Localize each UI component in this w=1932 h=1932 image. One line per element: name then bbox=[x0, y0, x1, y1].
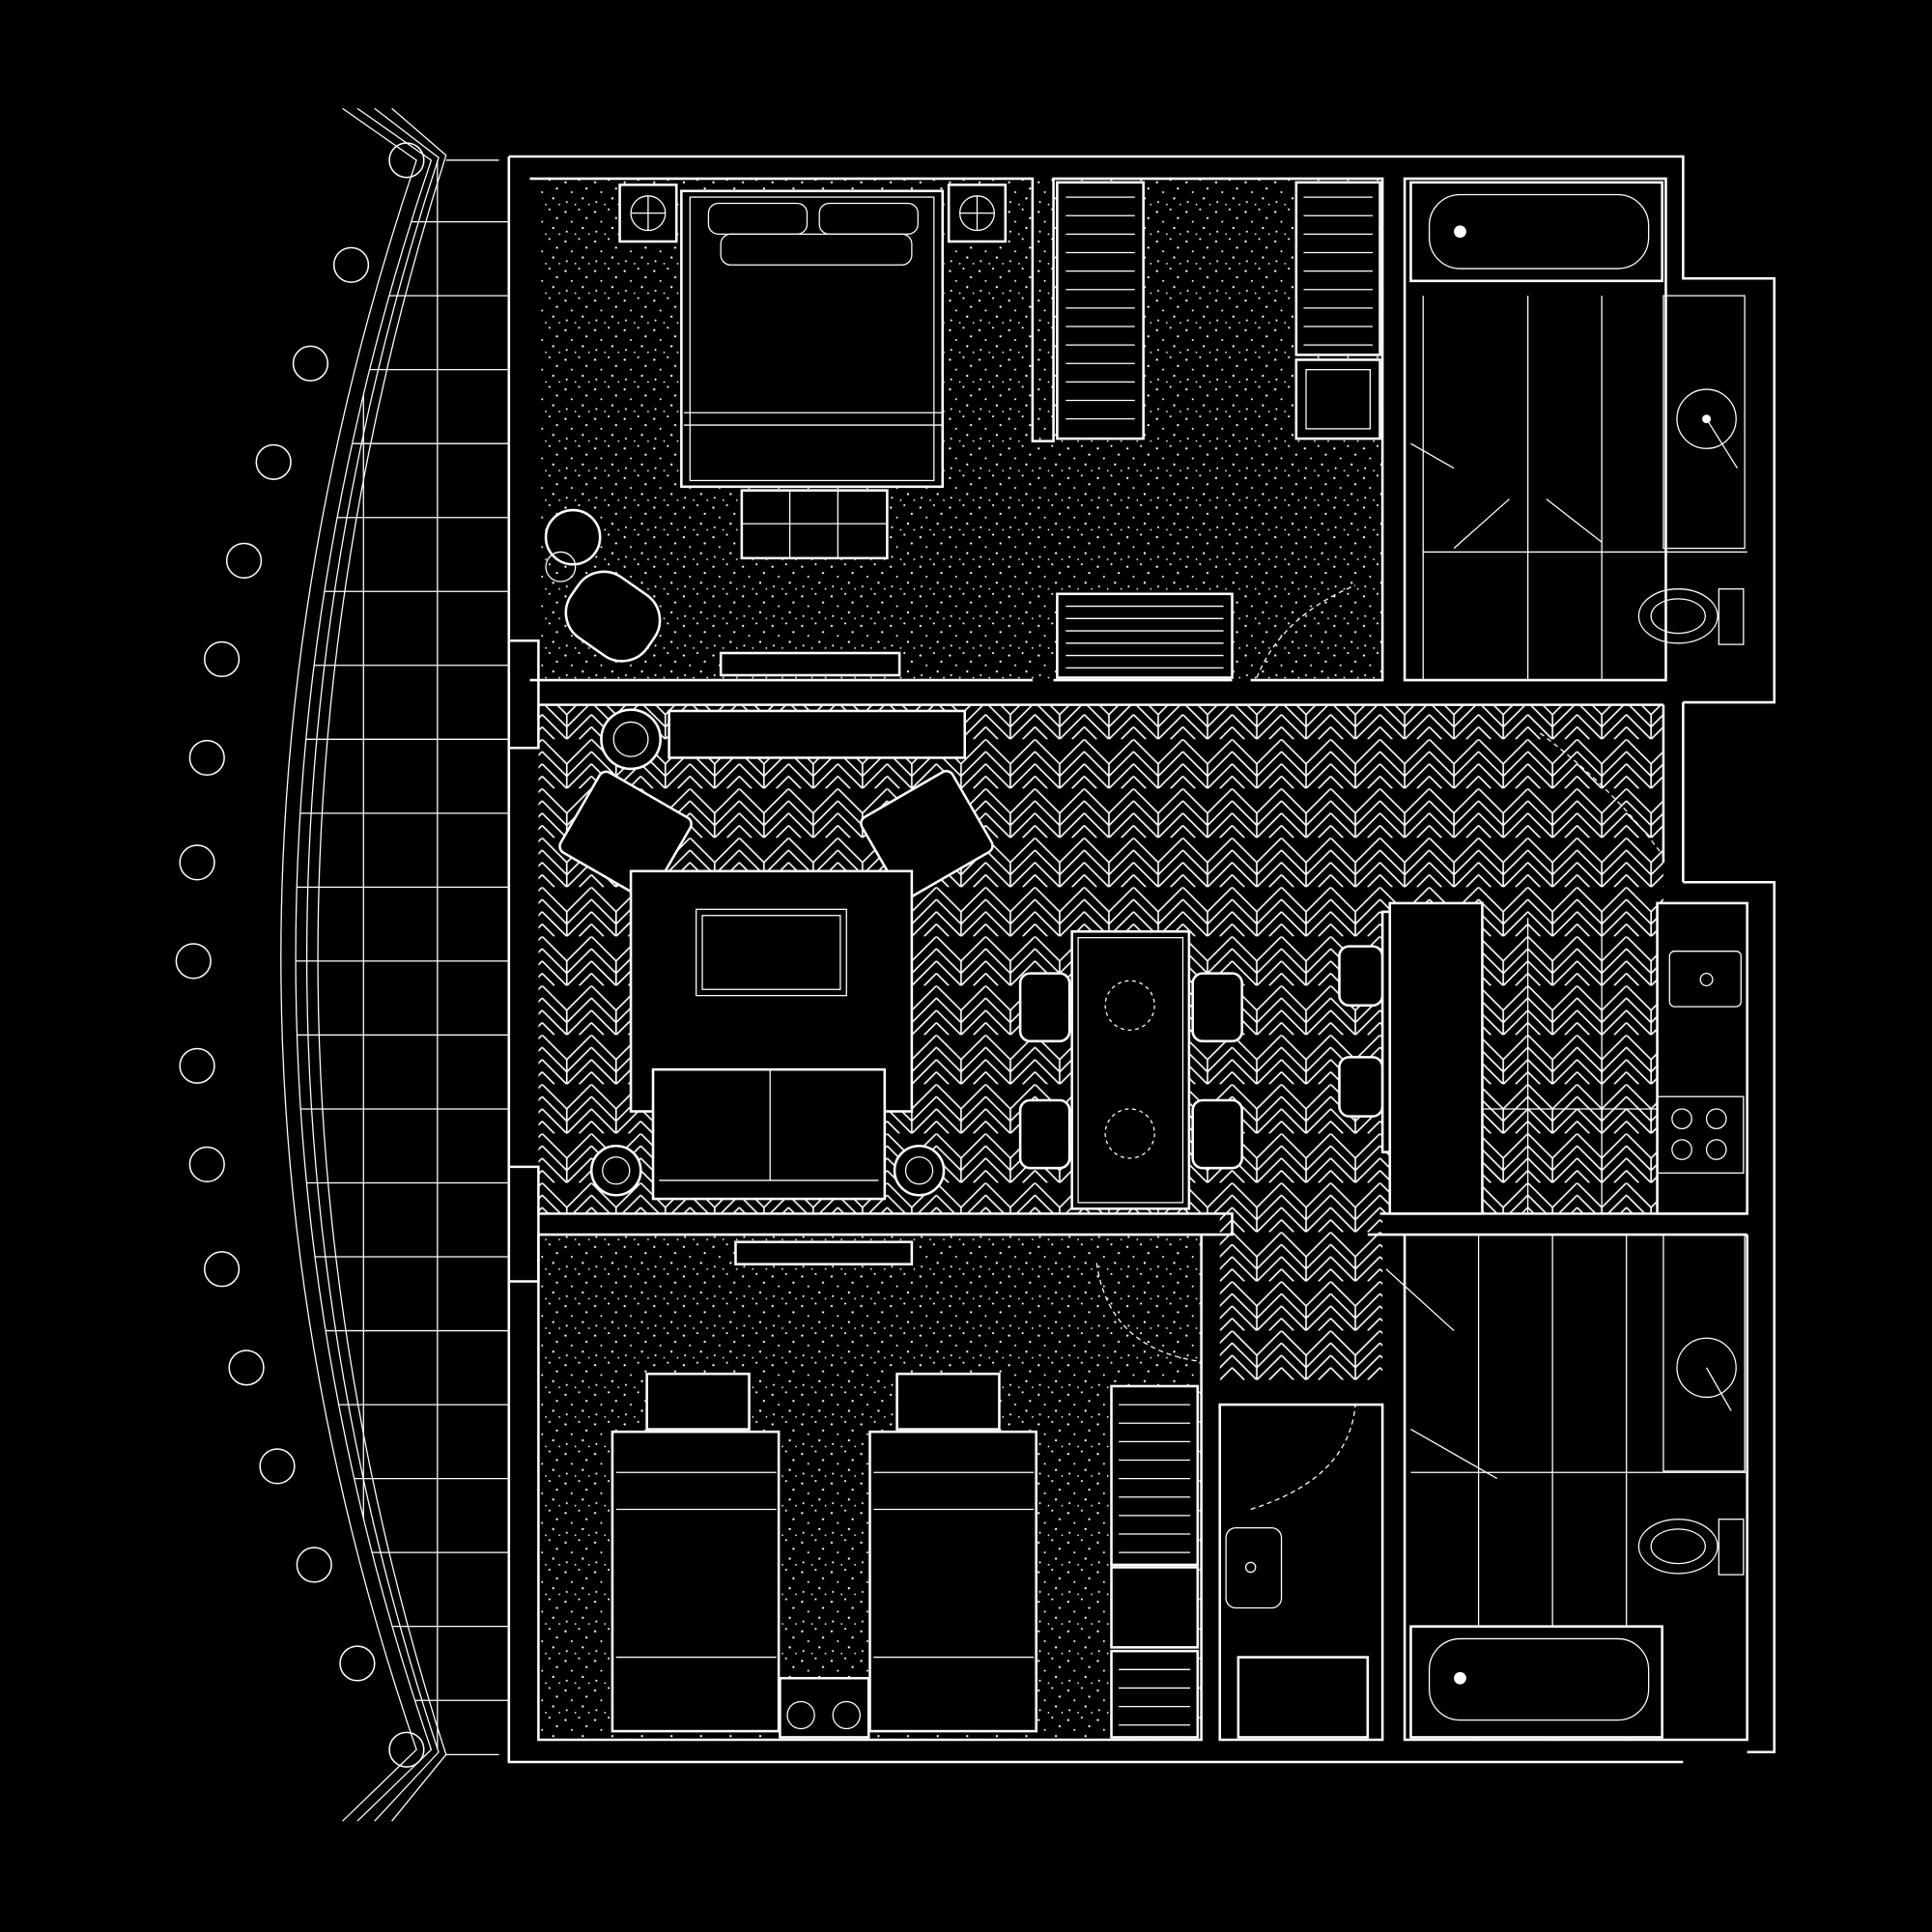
armchair-icon bbox=[544, 508, 662, 663]
bathtub-icon bbox=[1409, 1625, 1663, 1739]
armchair-icon bbox=[558, 769, 994, 900]
tv-console bbox=[734, 1240, 914, 1265]
shower-floor bbox=[1385, 1235, 1747, 1741]
tv-console bbox=[668, 709, 966, 759]
kitchen bbox=[1380, 901, 1748, 1215]
balcony-railing bbox=[280, 107, 499, 1822]
hallway-floor bbox=[1219, 1213, 1383, 1380]
bench-icon bbox=[740, 489, 889, 560]
bed-icon bbox=[680, 189, 945, 489]
sink-icon bbox=[1668, 951, 1742, 1008]
toilet-icon bbox=[1637, 588, 1745, 645]
balcony-tiles bbox=[296, 159, 509, 1750]
bathtub-icon bbox=[1409, 181, 1663, 283]
nightstand-lamp-icon bbox=[589, 708, 946, 1197]
door-swing bbox=[1250, 1405, 1356, 1511]
sink-icon bbox=[1662, 295, 1746, 550]
bedroom-master-floor bbox=[538, 178, 1384, 681]
wardrobe-icon bbox=[1056, 181, 1381, 679]
nightstand-lamp-icon bbox=[618, 184, 1008, 243]
balcony bbox=[175, 107, 509, 1822]
bed-icon bbox=[611, 1372, 1037, 1733]
wardrobe-icon bbox=[1110, 1384, 1200, 1739]
toilet-icon bbox=[1637, 1519, 1745, 1576]
plant-icon bbox=[175, 142, 425, 1768]
shower-floor bbox=[1410, 296, 1747, 681]
sink-icon bbox=[1225, 1526, 1283, 1609]
walls bbox=[507, 155, 1776, 1764]
door-swing bbox=[1256, 584, 1664, 857]
sink-icon bbox=[1662, 1234, 1746, 1472]
washing-machine bbox=[1236, 1656, 1370, 1739]
dining-table-icon bbox=[1070, 930, 1191, 1210]
sofa-icon bbox=[651, 1067, 887, 1201]
tv-console bbox=[719, 651, 901, 677]
door-swing bbox=[1095, 1263, 1202, 1363]
nightstand-lamp-icon bbox=[779, 1676, 870, 1739]
stove-icon bbox=[1656, 1095, 1745, 1174]
